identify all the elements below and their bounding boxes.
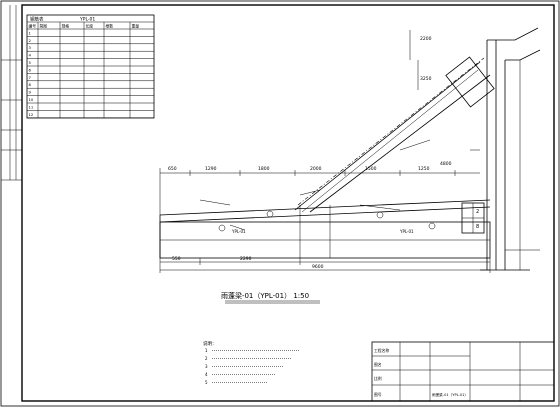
schedule-cell: 6 xyxy=(29,67,32,72)
wall-dimensions: 2200 3250 4800 xyxy=(409,30,452,167)
schedule-cell: 7 xyxy=(29,75,32,80)
inner-border xyxy=(21,4,555,402)
schedule-cell: 4 xyxy=(29,53,32,58)
title-block: 工程名称 图名 比例 图号 雨蓬梁-01（YPL-01） xyxy=(371,341,555,402)
tb-drawing-name: 雨蓬梁-01（YPL-01） xyxy=(432,392,468,397)
schedule-column-header: 规格 xyxy=(62,24,70,29)
dim-2000: 2000 xyxy=(310,166,322,172)
dim-1250: 1250 xyxy=(418,166,430,172)
canopy-slab xyxy=(159,199,491,259)
svg-text:2: 2 xyxy=(476,209,479,215)
note-item: 2 xyxy=(205,356,208,361)
notes-heading: 说明： xyxy=(203,340,217,347)
binding-strip xyxy=(1,5,22,181)
schedule-cell: 9 xyxy=(29,90,32,95)
top-dimension-line: 650 1290 1800 2000 1500 1250 xyxy=(159,166,480,215)
schedule-cell: 12 xyxy=(29,112,34,117)
schedule-column-header: 长度 xyxy=(86,24,94,29)
schedule-column-header: 根数 xyxy=(106,24,114,29)
wall xyxy=(480,27,541,271)
dim-2200: 2200 xyxy=(420,36,432,42)
annotations: YPL-01 YPL-01 xyxy=(199,139,480,234)
schedule-cell: 11 xyxy=(29,104,34,109)
schedule-cell: 8 xyxy=(29,82,32,87)
bottom-dimension-line: 550 2290 9600 xyxy=(159,256,491,273)
schedule-column-header: 简图 xyxy=(40,24,48,29)
schedule-header-right: YPL-01 xyxy=(79,17,95,23)
schedule-cell: 2 xyxy=(29,38,32,43)
tb-drawing-label: 图名 xyxy=(374,362,382,367)
schedule-header-left: 钢筋表 xyxy=(30,16,44,23)
schedule-column-header: 编号 xyxy=(29,24,37,29)
beam-tag-2: YPL-01 xyxy=(399,229,414,234)
note-item: 3 xyxy=(205,364,208,369)
dim-4800: 4800 xyxy=(440,161,452,167)
column-detail: 2 8 xyxy=(461,202,485,234)
tb-project-label: 工程名称 xyxy=(374,348,389,353)
dim-2290: 2290 xyxy=(240,256,252,262)
schedule-cell: 5 xyxy=(29,60,32,65)
schedule-cell: 1 xyxy=(29,30,32,35)
schedule-cell: 10 xyxy=(29,97,34,102)
dim-1290: 1290 xyxy=(205,166,217,172)
dim-1800: 1800 xyxy=(258,166,270,172)
tb-sheet-label: 图号 xyxy=(374,392,382,397)
dim-1500: 1500 xyxy=(365,166,377,172)
note-item: 5 xyxy=(205,380,208,385)
schedule-cell: 3 xyxy=(29,45,32,50)
dim-3250: 3250 xyxy=(420,76,432,82)
tb-scale-label: 比例 xyxy=(374,376,382,381)
dim-650: 650 xyxy=(168,166,177,172)
svg-text:8: 8 xyxy=(476,224,479,230)
drawing-title: 雨蓬梁-01（YPL-01） 1:50 xyxy=(221,291,320,304)
dim-9600: 9600 xyxy=(312,264,324,270)
beam-tag: YPL-01 xyxy=(231,229,246,234)
note-item: 4 xyxy=(205,372,208,377)
note-item: 1 xyxy=(205,348,208,353)
inclined-strut xyxy=(294,56,495,213)
notes: 说明： 1 2 3 4 5 xyxy=(203,340,300,385)
drawing-title-text: 雨蓬梁-01（YPL-01） 1:50 xyxy=(221,291,309,300)
dim-550: 550 xyxy=(172,256,181,262)
schedule-column-header: 重量 xyxy=(132,24,140,29)
rebar-schedule: 钢筋表 YPL-01 编号简图规格长度根数重量 123456789101112 xyxy=(26,14,155,119)
